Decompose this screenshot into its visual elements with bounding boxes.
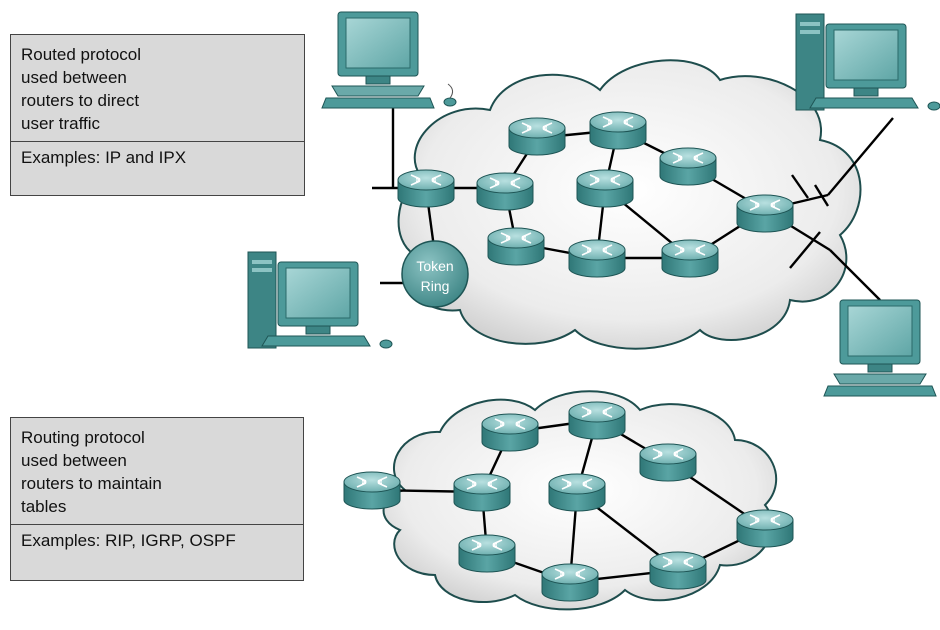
routing-protocol-examples: Examples: RIP, IGRP, OSPF xyxy=(21,531,236,550)
routed-protocol-description: Routed protocol used between routers to … xyxy=(11,35,304,142)
router-icon xyxy=(661,239,719,278)
router-icon xyxy=(476,172,534,211)
router-icon xyxy=(639,443,697,482)
router-icon xyxy=(736,194,794,233)
routing-protocol-description: Routing protocol used between routers to… xyxy=(11,418,303,525)
workstation-icon xyxy=(795,13,940,111)
router-icon xyxy=(397,169,455,208)
workstation-icon xyxy=(823,299,940,397)
router-icon xyxy=(568,401,626,440)
workstation-icon xyxy=(247,251,393,349)
router-icon xyxy=(487,227,545,266)
router-icon xyxy=(576,169,634,208)
router-icon xyxy=(343,471,401,510)
router-icon xyxy=(541,563,599,602)
router-icon xyxy=(481,413,539,452)
router-icon xyxy=(568,239,626,278)
router-icon xyxy=(649,551,707,590)
routed-protocol-box: Routed protocol used between routers to … xyxy=(10,34,305,196)
router-icon xyxy=(589,111,647,150)
router-icon xyxy=(548,473,606,512)
token-ring-label-line1: Token xyxy=(416,258,453,274)
router-icon xyxy=(453,473,511,512)
token-ring-icon: Token Ring xyxy=(401,240,469,308)
token-ring-label-line2: Ring xyxy=(421,278,450,294)
workstation-icon xyxy=(321,11,457,109)
router-icon xyxy=(736,509,794,548)
router-icon xyxy=(458,534,516,573)
router-icon xyxy=(659,147,717,186)
routed-protocol-examples: Examples: IP and IPX xyxy=(21,148,187,167)
router-icon xyxy=(508,117,566,156)
routing-protocol-box: Routing protocol used between routers to… xyxy=(10,417,304,581)
